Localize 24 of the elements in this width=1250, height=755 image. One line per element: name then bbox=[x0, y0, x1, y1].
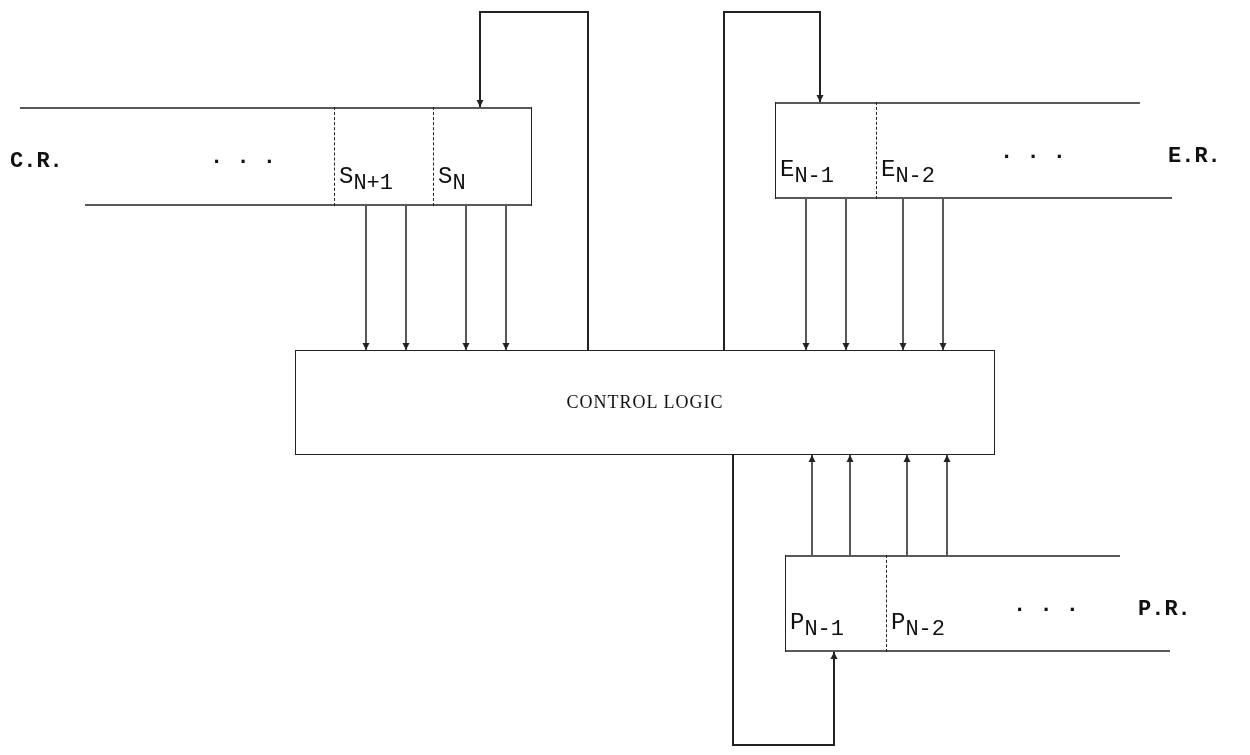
arrow bbox=[842, 198, 850, 351]
arrow bbox=[802, 198, 810, 351]
arrow bbox=[903, 454, 911, 556]
ellipsis: . . . bbox=[210, 145, 276, 170]
arrow bbox=[502, 205, 510, 351]
register-cell bbox=[433, 107, 532, 206]
arrow bbox=[362, 205, 370, 351]
arrow bbox=[846, 454, 854, 556]
box-label: CONTROL LOGIC bbox=[566, 392, 724, 413]
register-label: . . . bbox=[1000, 140, 1066, 165]
arrow bbox=[899, 198, 907, 351]
arrow bbox=[943, 454, 951, 556]
ellipsis: P.R. bbox=[1138, 597, 1191, 622]
register-label: C.R. bbox=[10, 149, 63, 174]
arrow bbox=[402, 205, 410, 351]
control-logic-box bbox=[295, 350, 995, 455]
arrow bbox=[723, 11, 824, 351]
arrow bbox=[808, 454, 816, 556]
arrow bbox=[476, 11, 589, 351]
arrow bbox=[939, 198, 947, 351]
arrow bbox=[732, 454, 838, 746]
register-label: . . . bbox=[1013, 593, 1079, 618]
ellipsis: E.R. bbox=[1168, 144, 1221, 169]
arrow bbox=[462, 205, 470, 351]
